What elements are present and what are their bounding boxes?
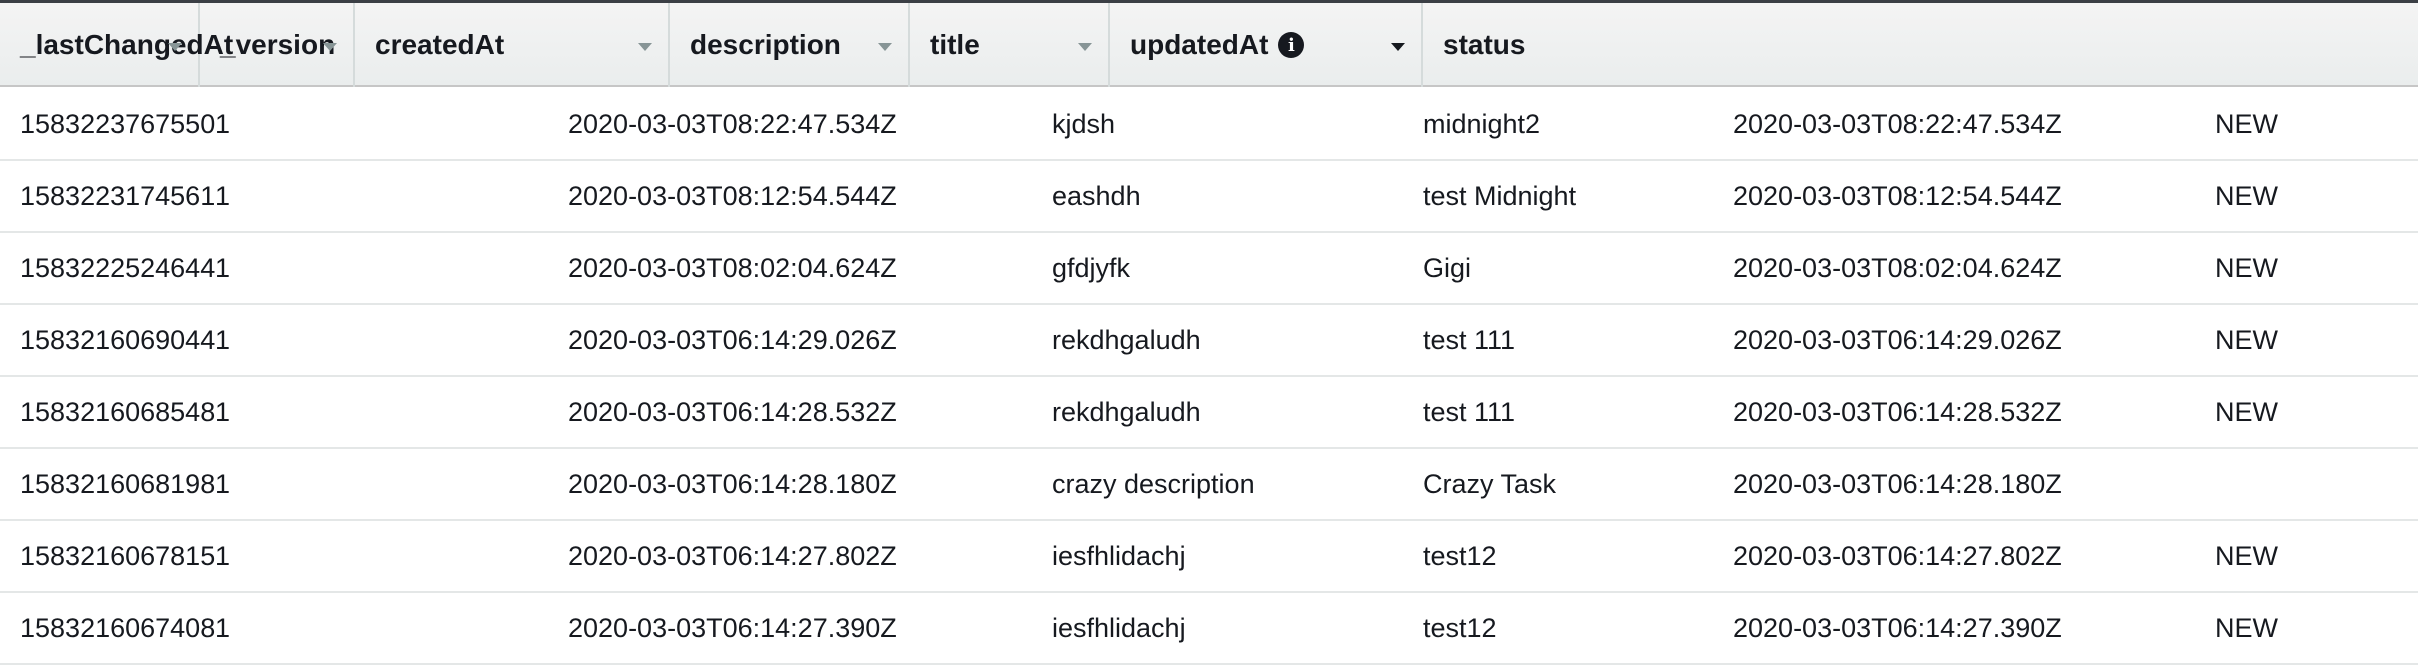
cell-updated-at: 2020-03-03T06:14:27.390Z <box>1733 612 2062 643</box>
cell-description: rekdhgaludh <box>1052 396 1201 427</box>
cell-last-changed-at: 1583216067408 <box>20 612 216 643</box>
cell-status: NEW <box>2215 108 2278 139</box>
cell-last-changed-at: 1583216067815 <box>20 540 216 571</box>
cell-title: Gigi <box>1423 252 1472 283</box>
cell-description: eashdh <box>1052 180 1141 211</box>
cell-status: NEW <box>2215 540 2278 571</box>
cell-last-changed-at: 1583216068198 <box>20 468 216 499</box>
column-header-label: description <box>690 29 841 60</box>
cell-title: test Midnight <box>1423 180 1577 211</box>
cell-last-changed-at: 1583222524644 <box>20 252 216 283</box>
cell-created-at: 2020-03-03T06:14:27.390Z <box>568 612 897 643</box>
cell-title: test12 <box>1423 612 1497 643</box>
cell-created-at: 2020-03-03T08:02:04.624Z <box>568 252 897 283</box>
cell-updated-at: 2020-03-03T08:22:47.534Z <box>1733 108 2062 139</box>
cell-version: 1 <box>215 252 231 283</box>
cell-description: iesfhlidachj <box>1052 540 1186 571</box>
cell-description: rekdhgaludh <box>1052 324 1201 355</box>
sort-caret-icon[interactable] <box>878 43 892 51</box>
column-header-title[interactable]: title <box>910 3 1110 87</box>
cell-description: kjdsh <box>1052 108 1116 139</box>
cell-last-changed-at: 1583223767550 <box>20 108 216 139</box>
cell-updated-at: 2020-03-03T06:14:27.802Z <box>1733 540 2062 571</box>
cell-version: 1 <box>215 324 231 355</box>
cell-version: 1 <box>215 468 231 499</box>
column-header-created-at[interactable]: createdAt <box>355 3 670 87</box>
info-icon[interactable]: i <box>1278 32 1305 58</box>
cell-created-at: 2020-03-03T06:14:27.802Z <box>568 540 897 571</box>
cell-status: NEW <box>2215 396 2278 427</box>
cell-updated-at: 2020-03-03T06:14:28.180Z <box>1733 468 2062 499</box>
cell-version: 1 <box>215 612 231 643</box>
column-header-label: _version <box>220 29 336 60</box>
cell-version: 1 <box>215 108 231 139</box>
cell-status: NEW <box>2215 324 2278 355</box>
column-header-description[interactable]: description <box>670 3 910 87</box>
column-header-label: createdAt <box>375 29 505 60</box>
cell-last-changed-at: 1583216069044 <box>20 324 216 355</box>
sort-caret-icon[interactable] <box>638 43 652 51</box>
cell-title: test 111 <box>1423 396 1516 427</box>
cell-description: gfdjyfk <box>1052 252 1131 283</box>
column-header-version[interactable]: _version <box>200 3 355 87</box>
cell-status: NEW <box>2215 612 2278 643</box>
sort-caret-icon[interactable] <box>168 43 182 51</box>
cell-description: crazy description <box>1052 468 1255 499</box>
cell-title: test12 <box>1423 540 1497 571</box>
column-header-label: title <box>930 29 980 60</box>
sort-caret-icon[interactable] <box>323 43 337 51</box>
cell-updated-at: 2020-03-03T06:14:28.532Z <box>1733 396 2062 427</box>
cell-version: 1 <box>215 396 231 427</box>
cell-updated-at: 2020-03-03T08:02:04.624Z <box>1733 252 2062 283</box>
cell-last-changed-at: 1583223174561 <box>20 180 216 211</box>
cell-status: NEW <box>2215 252 2278 283</box>
cell-updated-at: 2020-03-03T08:12:54.544Z <box>1733 180 2062 211</box>
cell-last-changed-at: 1583216068548 <box>20 396 216 427</box>
cell-title: midnight2 <box>1423 108 1541 139</box>
column-header-label: status <box>1443 29 1526 60</box>
cell-created-at: 2020-03-03T08:12:54.544Z <box>568 180 897 211</box>
cell-title: test 111 <box>1423 324 1516 355</box>
cell-updated-at: 2020-03-03T06:14:29.026Z <box>1733 324 2062 355</box>
column-header-last-changed-at[interactable]: _lastChangedAt <box>0 3 233 87</box>
column-header-updated-at[interactable]: updatedAt i <box>1110 3 1423 87</box>
cell-created-at: 2020-03-03T08:22:47.534Z <box>568 108 897 139</box>
sort-caret-icon[interactable] <box>1391 43 1405 51</box>
column-header-label: updatedAt <box>1130 29 1269 60</box>
cell-title: Crazy Task <box>1423 468 1557 499</box>
cell-created-at: 2020-03-03T06:14:28.532Z <box>568 396 897 427</box>
table-header: _lastChangedAt_version createdAt descripti… <box>0 3 2418 87</box>
sort-caret-icon[interactable] <box>1078 43 1092 51</box>
cell-version: 1 <box>215 180 231 211</box>
column-header-status[interactable]: status <box>1423 3 2418 87</box>
cell-status: NEW <box>2215 180 2278 211</box>
cell-created-at: 2020-03-03T06:14:29.026Z <box>568 324 897 355</box>
cell-created-at: 2020-03-03T06:14:28.180Z <box>568 468 897 499</box>
column-header-label: _lastChangedAt <box>20 29 234 60</box>
cell-version: 1 <box>215 540 231 571</box>
cell-description: iesfhlidachj <box>1052 612 1186 643</box>
